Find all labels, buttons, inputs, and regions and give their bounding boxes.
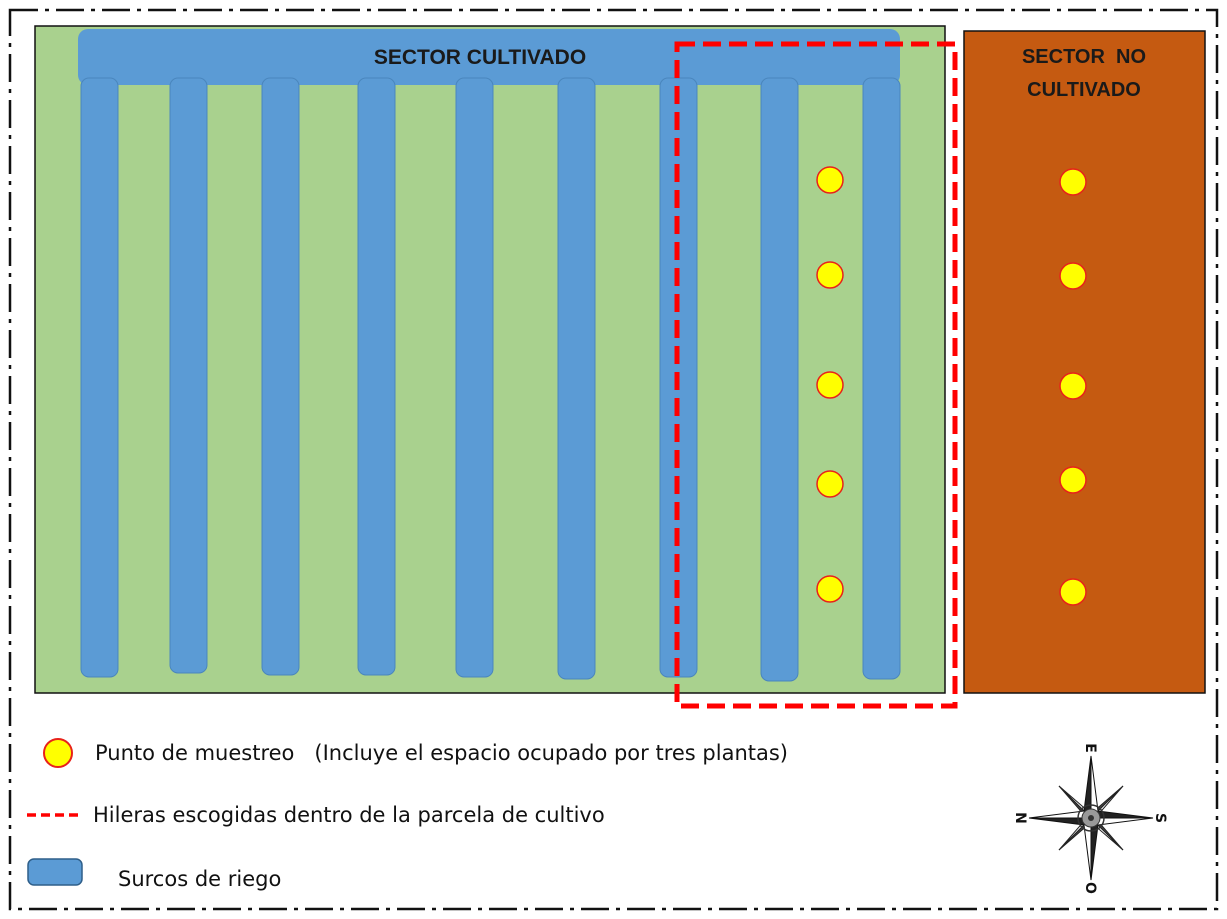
sampling-point	[1059, 262, 1087, 290]
sampling-point	[816, 371, 844, 399]
furrow	[357, 77, 396, 676]
sampling-point	[816, 470, 844, 498]
sampling-point	[1059, 466, 1087, 494]
furrow	[261, 77, 300, 676]
sampling-point	[1059, 578, 1087, 606]
legend-selected-rows-text: Hileras escogidas dentro de la parcela d…	[93, 803, 605, 827]
compass-north-label: N	[1012, 812, 1028, 824]
furrow	[169, 77, 208, 674]
sampling-point	[1059, 372, 1087, 400]
outer-border	[8, 8, 1219, 911]
legend-sampling-point-icon	[43, 738, 73, 768]
furrows	[80, 77, 901, 682]
sampling-point	[1059, 168, 1087, 196]
furrow	[80, 77, 119, 678]
furrow	[455, 77, 494, 678]
furrow	[760, 77, 799, 682]
selected-rows-outline	[674, 41, 958, 709]
non-cultivated-field	[963, 30, 1206, 694]
sampling-point	[816, 166, 844, 194]
sampling-point	[816, 261, 844, 289]
sampling-point	[816, 575, 844, 603]
sampling-points-cultivated	[816, 166, 844, 603]
compass-south-label: S	[1152, 813, 1168, 823]
legend-furrow-icon	[27, 858, 83, 886]
compass-east-label: E	[1082, 743, 1098, 753]
legend: Punto de muestreo (Incluye el espacio oc…	[27, 738, 788, 891]
furrow	[862, 77, 901, 680]
legend-furrow-text: Surcos de riego	[118, 867, 281, 891]
sampling-points-not-cultivated	[1059, 168, 1087, 606]
sector-not-cultivated-label-line1: SECTOR NO	[1022, 46, 1146, 68]
compass-rose-icon: E S O N	[1012, 743, 1168, 894]
furrow	[557, 77, 596, 680]
sector-cultivated-label: SECTOR CULTIVADO	[374, 46, 586, 69]
legend-sampling-point-text: Punto de muestreo (Incluye el espacio oc…	[95, 741, 788, 765]
compass-west-label: O	[1082, 882, 1098, 894]
sector-not-cultivated-label-line2: CULTIVADO	[1027, 79, 1141, 101]
